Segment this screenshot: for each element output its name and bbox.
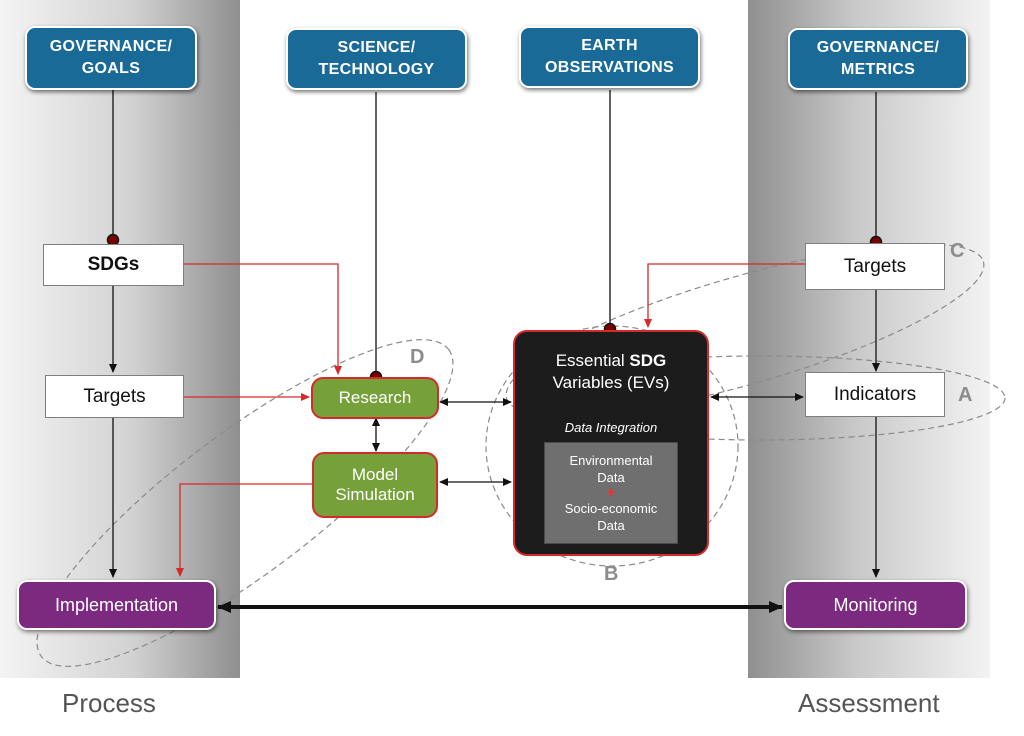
earth-observations-box: EARTH OBSERVATIONS <box>519 26 700 88</box>
assessment-footer-label: Assessment <box>798 688 940 718</box>
science-technology-line2: TECHNOLOGY <box>318 61 435 78</box>
connector-model-implementation <box>176 483 312 577</box>
research-box: Research <box>311 377 439 419</box>
process-footer-label: Process <box>62 688 156 718</box>
indicators-label: Indicators <box>833 383 917 405</box>
research-label: Research <box>338 388 412 407</box>
data-sources-box: Environmental Data + Socio-economic Data <box>544 442 678 544</box>
group-b-ellipse <box>485 325 739 567</box>
monitoring-box: Monitoring <box>784 580 967 630</box>
connector-targets-esv <box>644 263 805 328</box>
process-panel <box>0 0 240 678</box>
connector-sdgs-research <box>184 263 342 375</box>
earth-observations-line2: OBSERVATIONS <box>545 59 674 76</box>
environmental-line1: Environmental <box>569 453 653 468</box>
science-technology-line1: SCIENCE/ <box>337 39 416 56</box>
process-targets-box: Targets <box>45 375 184 418</box>
governance-goals-box: GOVERNANCE/GOALS <box>25 26 197 90</box>
model-simulation-line1: Model <box>351 465 399 484</box>
sdgs-box: SDGs <box>43 244 184 286</box>
group-a-ellipse <box>514 355 1006 441</box>
assessment-panel <box>748 0 990 678</box>
earth-observations-line1: EARTH <box>581 37 638 54</box>
model-simulation-line2: Simulation <box>335 485 415 504</box>
process-targets-label: Targets <box>83 385 146 407</box>
implementation-box: Implementation <box>17 580 216 630</box>
indicators-box: Indicators <box>805 372 945 417</box>
socio-economic-line1: Socio-economic <box>564 501 658 516</box>
governance-goals-line2: GOALS <box>81 60 141 77</box>
assessment-targets-box: Targets <box>805 243 945 290</box>
group-label-c: C <box>950 240 965 262</box>
group-d-ellipse <box>36 339 454 667</box>
essential-variables-title-bold: SDG <box>629 351 667 370</box>
environmental-line2: Data <box>597 470 625 485</box>
essential-variables-box: Essential SDG Variables (EVs) Data Integ… <box>513 330 709 556</box>
plus-sign: + <box>606 484 616 501</box>
monitoring-label: Monitoring <box>833 594 918 615</box>
group-label-b: B <box>604 563 619 585</box>
essential-variables-title: Essential SDG Variables (EVs) <box>515 350 707 394</box>
governance-goals-line1: GOVERNANCE/ <box>49 38 173 55</box>
group-label-d: D <box>410 346 425 368</box>
data-integration-label: Data Integration <box>564 420 658 435</box>
sdgs-label: SDGs <box>87 254 140 275</box>
governance-metrics-line1: GOVERNANCE/ <box>816 39 940 56</box>
implementation-label: Implementation <box>54 594 179 615</box>
governance-metrics-box: GOVERNANCE/METRICS <box>788 28 968 90</box>
socio-economic-line2: Data <box>597 518 625 533</box>
essential-variables-title-line2: Variables (EVs) <box>552 373 670 392</box>
assessment-targets-label: Targets <box>843 255 907 277</box>
governance-metrics-line2: METRICS <box>840 61 916 78</box>
essential-variables-title-prefix: Essential <box>555 351 630 370</box>
science-technology-box: SCIENCE/TECHNOLOGY <box>286 28 467 90</box>
group-label-a: A <box>958 384 973 406</box>
